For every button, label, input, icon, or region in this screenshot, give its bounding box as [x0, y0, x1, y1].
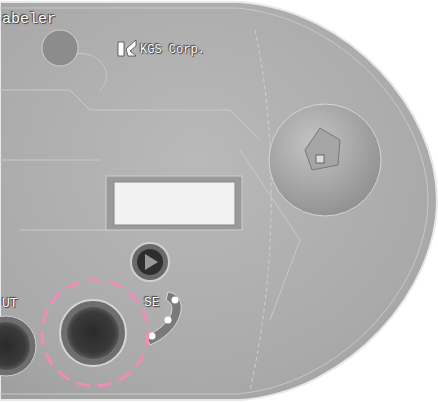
display-window [114, 182, 235, 225]
play-button-face [137, 249, 163, 275]
highlight-circle [42, 280, 148, 386]
out-knob-ring [0, 316, 36, 376]
out-knob [0, 322, 30, 370]
dome-marker [316, 155, 324, 163]
indicator-dot [172, 297, 179, 304]
kgs-logo [118, 40, 136, 56]
housing-rim [0, 8, 428, 394]
panel-line [0, 53, 300, 320]
play-triangle [145, 254, 158, 270]
panel-label: abeler [2, 12, 56, 27]
panel-label: SE [144, 296, 160, 309]
indicator-dot [149, 333, 156, 340]
indicator-dot [165, 317, 172, 324]
seam-line [250, 30, 271, 390]
dome [269, 104, 381, 216]
dome-facet [305, 128, 340, 170]
set-knob-ring [60, 300, 126, 366]
emblem-disc [42, 30, 78, 66]
play-button [131, 243, 169, 281]
display-bezel [106, 176, 242, 230]
set-knob [67, 307, 119, 359]
panel-label: UT [2, 297, 18, 310]
panel-label: KGS Corp. [140, 44, 205, 56]
